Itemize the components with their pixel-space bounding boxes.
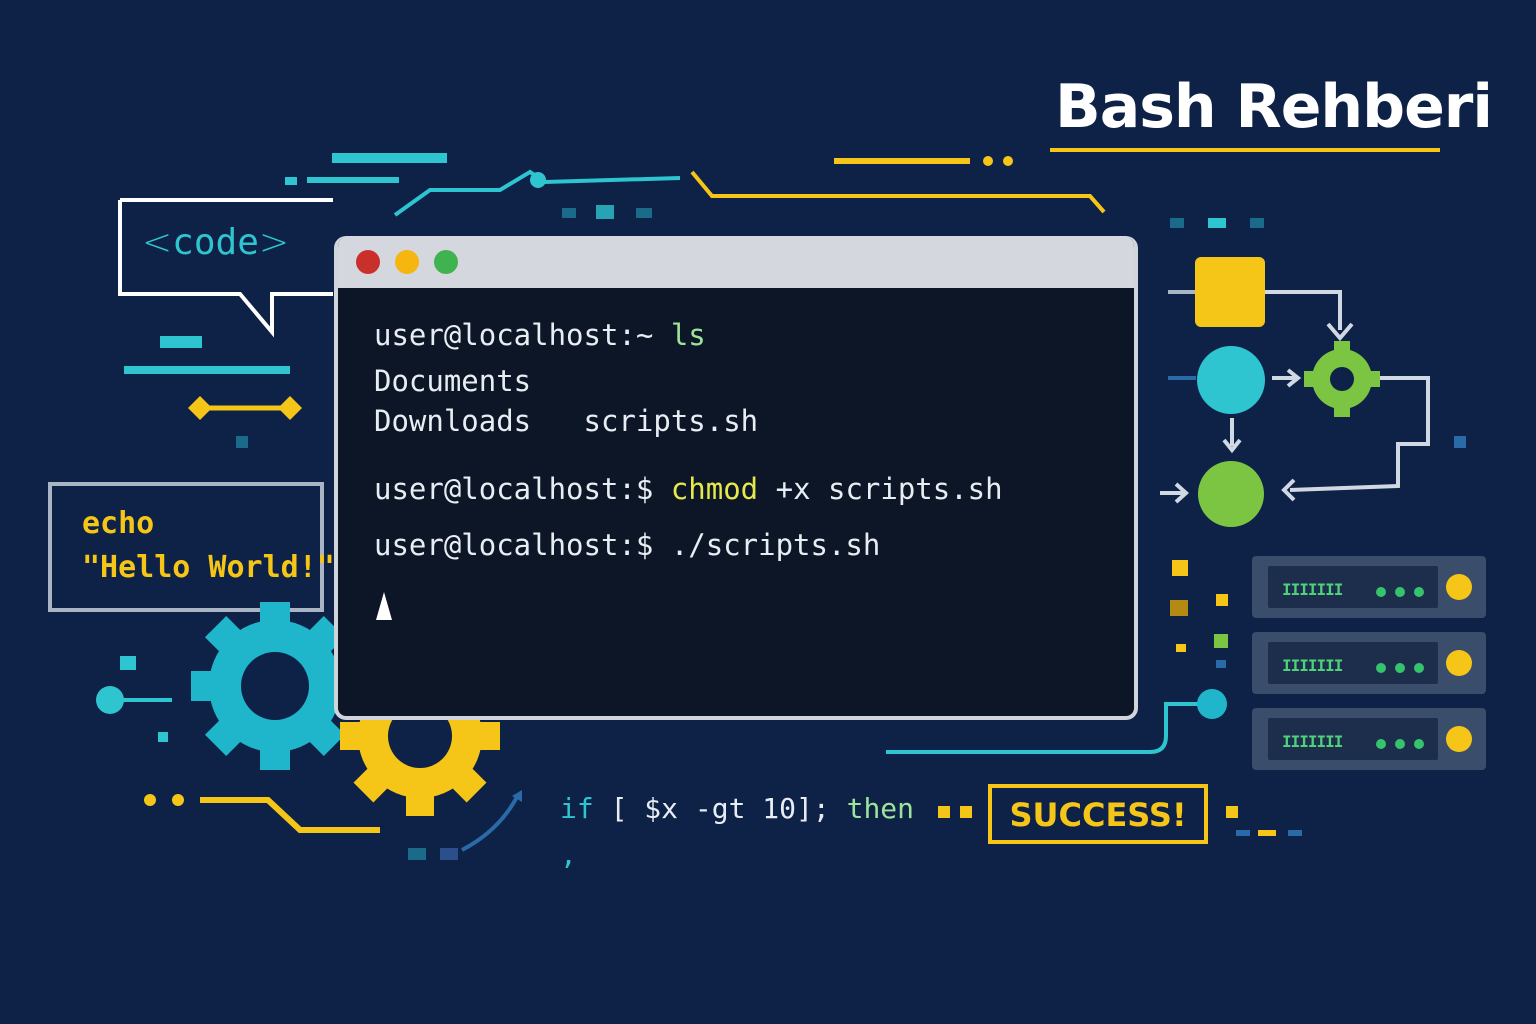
deco-block bbox=[1216, 594, 1228, 606]
deco-diamond bbox=[188, 396, 212, 420]
terminal-line-1: user@localhost:~ ls bbox=[374, 318, 706, 352]
title-underline bbox=[1050, 148, 1440, 152]
close-window-button[interactable] bbox=[356, 250, 380, 274]
code-bubble-label: <code> bbox=[142, 222, 289, 263]
terminal-output-2: Downloads scripts.sh bbox=[374, 404, 758, 438]
prompt: user@localhost:~ bbox=[374, 318, 654, 352]
deco-dot bbox=[285, 177, 297, 185]
echo-line-2: "Hello World!" bbox=[82, 550, 335, 585]
deco-diamond bbox=[278, 396, 302, 420]
deco-dot bbox=[1003, 156, 1013, 166]
deco-block bbox=[120, 656, 136, 670]
server-leds bbox=[1376, 734, 1433, 753]
command: ls bbox=[670, 318, 706, 352]
server-bars: IIIIIII bbox=[1282, 656, 1343, 675]
then-keyword: then bbox=[846, 792, 915, 825]
server-bars: IIIIIII bbox=[1282, 732, 1343, 751]
deco-line bbox=[886, 702, 1212, 754]
server-leds bbox=[1376, 582, 1433, 601]
deco-block bbox=[1170, 218, 1184, 228]
deco-block bbox=[1216, 660, 1226, 668]
deco-block bbox=[1208, 218, 1226, 228]
server-rack-icon: IIIIIII bbox=[1252, 632, 1486, 694]
deco-block bbox=[158, 732, 168, 742]
server-power-icon bbox=[1446, 574, 1472, 600]
deco-block bbox=[636, 208, 652, 218]
deco-block bbox=[1170, 600, 1188, 616]
deco-dot bbox=[983, 156, 993, 166]
deco-bar bbox=[160, 336, 202, 348]
maximize-window-button[interactable] bbox=[434, 250, 458, 274]
deco-block bbox=[1172, 560, 1188, 576]
terminal-window[interactable]: user@localhost:~ ls Documents Downloads … bbox=[334, 236, 1138, 720]
deco-line bbox=[690, 170, 1106, 214]
angle-open: < bbox=[142, 222, 173, 263]
echo-snippet: echo "Hello World!" bbox=[82, 502, 335, 590]
server-leds bbox=[1376, 658, 1433, 677]
terminal-line-4: user@localhost:$ chmod +x scripts.sh bbox=[374, 472, 1003, 506]
deco-block bbox=[938, 806, 950, 818]
server-panel: IIIIIII bbox=[1268, 566, 1438, 608]
server-rack-icon: IIIIIII bbox=[1252, 556, 1486, 618]
output-item: Downloads bbox=[374, 404, 532, 438]
echo-line-1: echo bbox=[82, 506, 155, 541]
server-panel: IIIIIII bbox=[1268, 642, 1438, 684]
deco-arrowhead bbox=[512, 790, 522, 802]
command-args: +x scripts.sh bbox=[775, 472, 1003, 506]
deco-block bbox=[1288, 830, 1302, 836]
deco-bar bbox=[834, 158, 970, 164]
deco-line bbox=[200, 797, 380, 833]
deco-block bbox=[1236, 830, 1250, 836]
server-power-icon bbox=[1446, 650, 1472, 676]
terminal-cursor bbox=[376, 592, 392, 620]
deco-bar bbox=[124, 366, 290, 374]
deco-block bbox=[1226, 806, 1238, 818]
deco-block bbox=[408, 848, 426, 860]
command: chmod bbox=[670, 472, 759, 506]
gear-icon-cyan bbox=[191, 602, 359, 770]
deco-node bbox=[96, 686, 124, 714]
deco-block bbox=[440, 848, 458, 860]
server-rack-icon: IIIIIII bbox=[1252, 708, 1486, 770]
minimize-window-button[interactable] bbox=[395, 250, 419, 274]
deco-dot bbox=[172, 794, 184, 806]
terminal-line-5: user@localhost:$ ./scripts.sh bbox=[374, 528, 880, 562]
code-word: code bbox=[172, 222, 259, 263]
server-bars: IIIIIII bbox=[1282, 580, 1343, 599]
deco-bar bbox=[307, 177, 399, 183]
server-panel: IIIIIII bbox=[1268, 718, 1438, 760]
if-snippet: if [ $x -gt 10]; then bbox=[560, 792, 914, 825]
deco-block bbox=[562, 208, 576, 218]
deco-block bbox=[236, 436, 248, 448]
echo-box-outline bbox=[48, 482, 324, 612]
flowchart-icon bbox=[1160, 257, 1466, 527]
deco-block bbox=[596, 205, 614, 219]
snippet-trail: , bbox=[560, 838, 577, 871]
if-condition: [ $x -gt 10]; bbox=[610, 792, 830, 825]
deco-block bbox=[960, 806, 972, 818]
deco-dot bbox=[144, 794, 156, 806]
deco-line bbox=[393, 169, 681, 217]
deco-block bbox=[1258, 830, 1276, 836]
deco-block bbox=[1176, 644, 1186, 652]
output-item: scripts.sh bbox=[583, 404, 759, 438]
if-keyword: if bbox=[560, 792, 594, 825]
deco-bar bbox=[332, 153, 447, 163]
deco-block bbox=[1214, 634, 1228, 648]
deco-arrow bbox=[461, 794, 520, 852]
command: ./scripts.sh bbox=[670, 528, 881, 562]
deco-node bbox=[1197, 689, 1227, 719]
prompt: user@localhost:$ bbox=[374, 528, 654, 562]
server-power-icon bbox=[1446, 726, 1472, 752]
deco-block bbox=[1250, 218, 1264, 228]
prompt: user@localhost:$ bbox=[374, 472, 654, 506]
terminal-titlebar[interactable] bbox=[338, 236, 1134, 288]
angle-close: > bbox=[258, 222, 290, 263]
code-bubble-outline bbox=[118, 198, 333, 338]
terminal-output-1: Documents bbox=[374, 364, 532, 398]
success-badge: SUCCESS! bbox=[988, 784, 1208, 844]
page-title: Bash Rehberi bbox=[1055, 72, 1493, 142]
deco-node bbox=[530, 172, 546, 188]
